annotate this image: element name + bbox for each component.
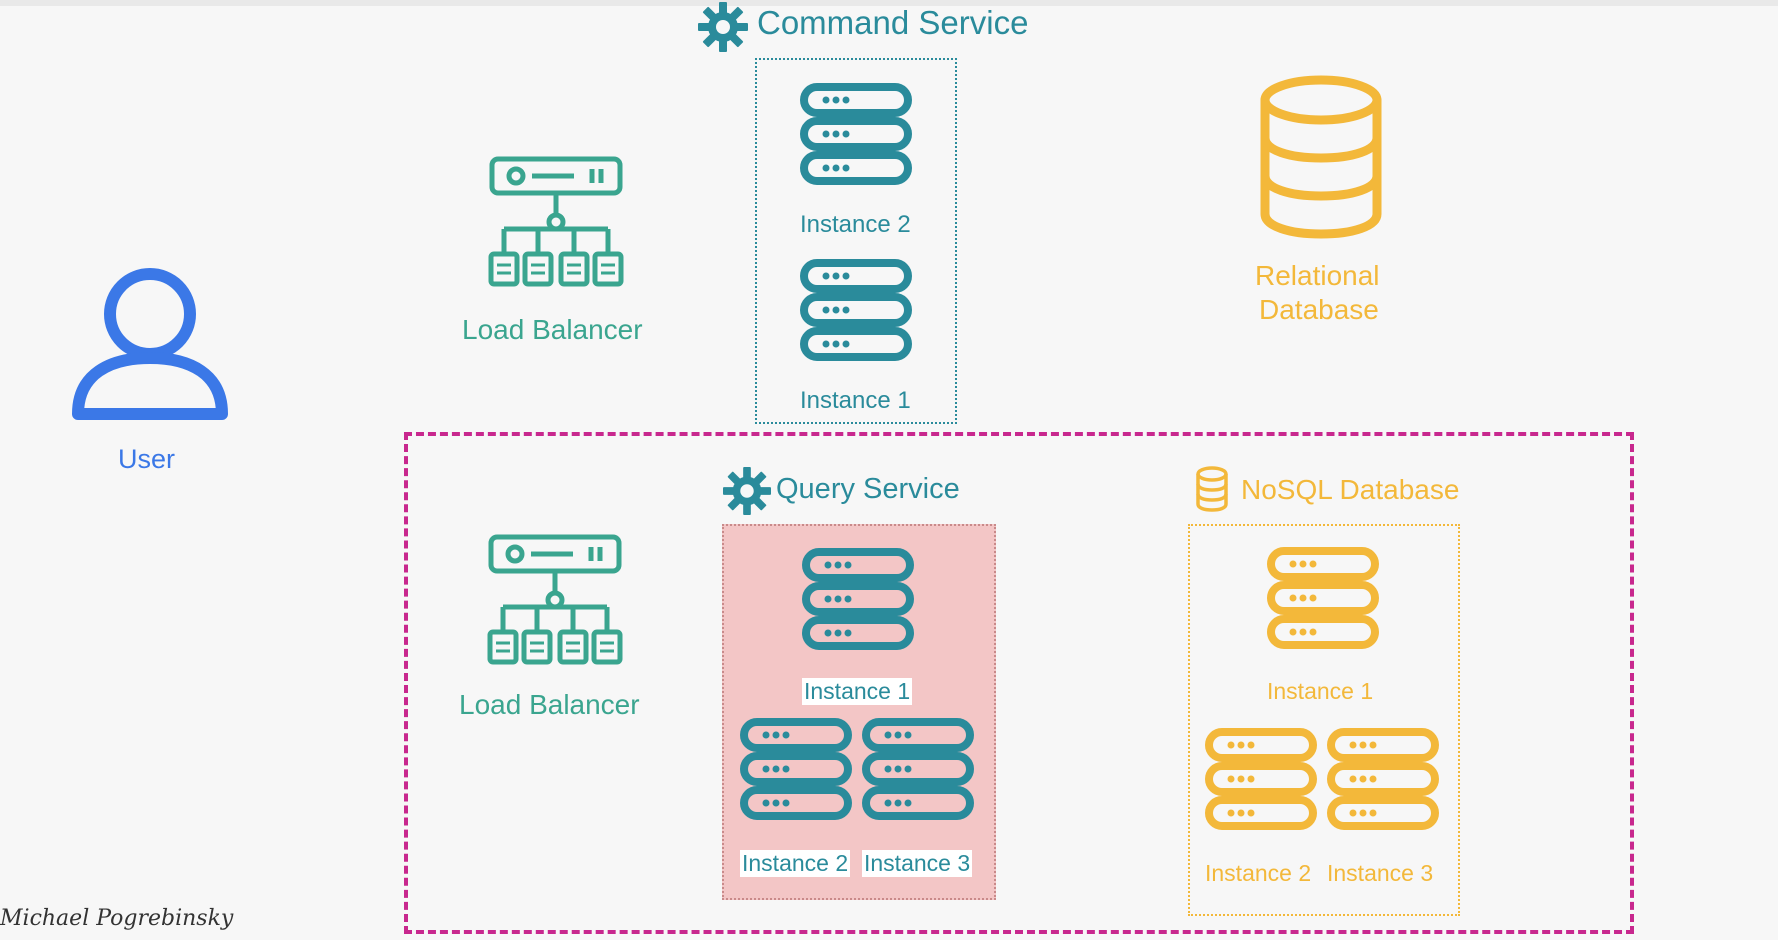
database-icon: [1259, 75, 1383, 239]
top-strip: [0, 0, 1778, 6]
command-service-group: [755, 58, 957, 424]
author-signature: Michael Pogrebinsky: [0, 906, 234, 931]
command-instance-1-label: Instance 1: [800, 387, 911, 414]
nosql-database-group: [1188, 524, 1460, 916]
query-service-title: Query Service: [776, 473, 960, 505]
command-service-gear-icon: [698, 2, 748, 52]
load-balancer-2-label: Load Balancer: [459, 689, 640, 720]
nosql-instance-3-label: Instance 3: [1327, 860, 1434, 886]
server-icon: [800, 83, 912, 185]
nosql-database-icon: [1195, 466, 1229, 512]
load-balancer-1-label: Load Balancer: [462, 314, 643, 345]
command-instance-2-label: Instance 2: [800, 211, 911, 238]
nosql-database-title: NoSQL Database: [1241, 474, 1460, 505]
server-icon: [862, 718, 974, 820]
load-balancer-icon: [487, 533, 623, 668]
server-icon: [800, 259, 912, 361]
load-balancer-icon: [488, 155, 624, 290]
server-icon: [802, 548, 914, 650]
query-side-group: [404, 432, 1634, 934]
query-service-gear-icon: [723, 467, 771, 515]
command-service-title: Command Service: [757, 4, 1029, 41]
query-instance-2-label: Instance 2: [740, 850, 851, 877]
server-icon: [740, 718, 852, 820]
relational-db-label-line2: Database: [1259, 294, 1379, 325]
nosql-instance-2-label: Instance 2: [1205, 860, 1312, 886]
user-label: User: [118, 444, 176, 474]
server-icon: [1267, 547, 1379, 649]
query-instance-1-label: Instance 1: [802, 678, 913, 705]
nosql-instance-1-label: Instance 1: [1267, 678, 1374, 704]
server-icon: [1327, 728, 1439, 830]
user-icon: [70, 262, 230, 422]
query-instance-3-label: Instance 3: [862, 850, 973, 877]
server-icon: [1205, 728, 1317, 830]
relational-db-label-line1: Relational: [1255, 260, 1380, 291]
